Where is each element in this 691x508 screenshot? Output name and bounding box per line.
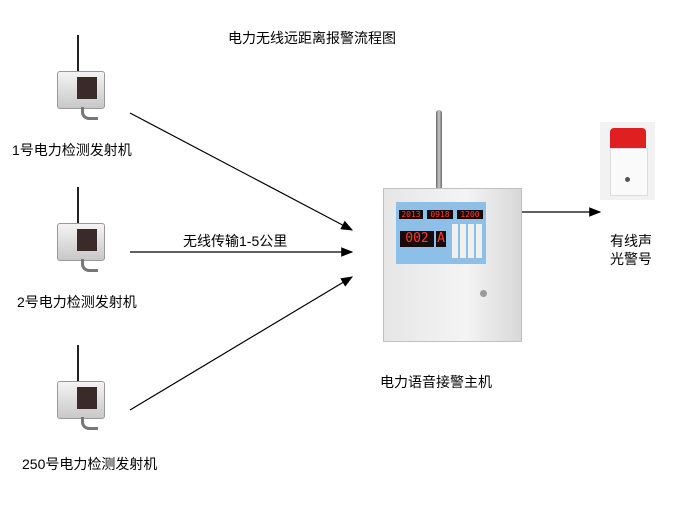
link-label: 无线传输1-5公里 [183, 233, 288, 249]
transmitter-3-label: 250号电力检测发射机 [22, 456, 158, 472]
host-unit-image: 2013 0918 1200 002 A [383, 188, 522, 342]
transmitter-2-label: 2号电力检测发射机 [17, 294, 137, 310]
display-time: 1200 [457, 210, 483, 219]
host-antenna [436, 110, 442, 190]
transmitter-1-image [55, 35, 115, 120]
alarm-label: 有线声 光警号 [610, 232, 652, 268]
display-zone: 002 [400, 231, 434, 247]
arrow-3 [129, 276, 354, 411]
diagram-title: 电力无线远距离报警流程图 [228, 30, 396, 46]
transmitter-1-label: 1号电力检测发射机 [12, 142, 132, 158]
host-label: 电力语音接警主机 [380, 374, 492, 390]
arrow-1 [129, 112, 354, 231]
alarm-image [600, 122, 655, 200]
display-date1: 2013 [399, 210, 423, 219]
transmitter-2-image [55, 187, 115, 272]
host-panel: 2013 0918 1200 002 A [396, 202, 486, 264]
display-mode: A [436, 231, 446, 247]
alarm-label-line1: 有线声 [610, 233, 652, 249]
transmitter-3-image [55, 345, 115, 430]
alarm-label-line2: 光警号 [610, 251, 652, 267]
keypad [452, 224, 482, 258]
display-date2: 0918 [427, 210, 453, 219]
key-lock-icon [480, 290, 487, 297]
